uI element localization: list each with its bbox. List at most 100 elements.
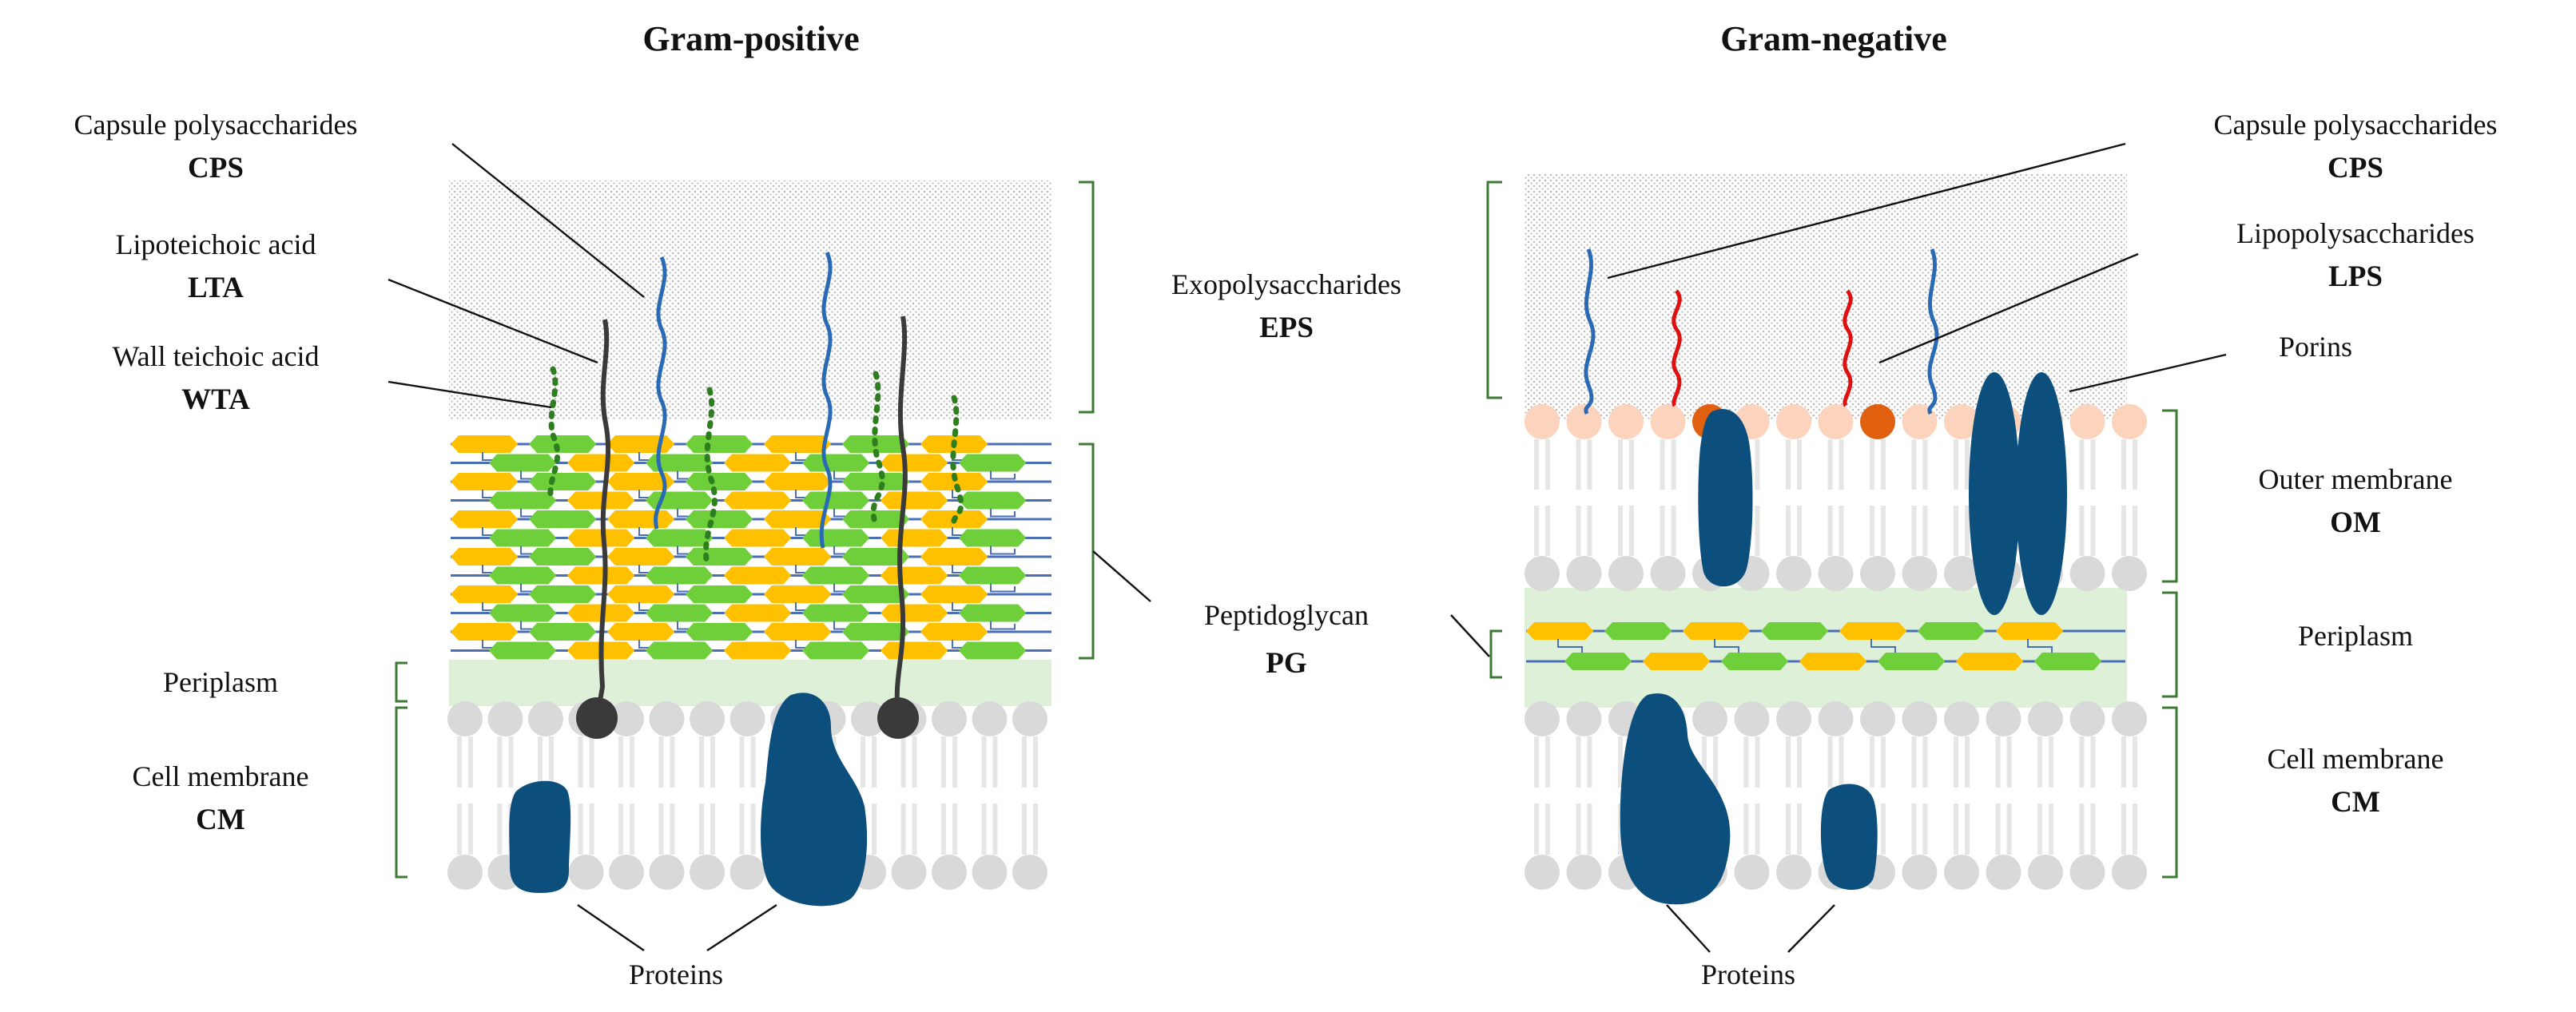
pg-sugar <box>686 435 753 453</box>
pg-sugar <box>881 529 948 547</box>
pg-peptide-bridge <box>1557 639 1583 653</box>
lipid-head-outer <box>2112 701 2147 736</box>
lipid-head-inner <box>690 855 725 890</box>
lipid-head-inner <box>609 855 644 890</box>
lipid-head-outer <box>1776 701 1811 736</box>
pg-sugar <box>881 566 948 585</box>
lta-chain-1 <box>595 319 611 716</box>
pg-sugar <box>842 548 910 566</box>
lipid-head-inner <box>891 855 927 890</box>
lipid-head-inner <box>1525 556 1560 591</box>
pg-sugar <box>959 641 1027 660</box>
pg-sugar <box>489 454 557 472</box>
gp-periplasm-band <box>449 660 1051 706</box>
pg-sugar <box>842 585 910 603</box>
pg-sugar <box>686 585 753 603</box>
lipid-head-outer <box>1818 701 1854 736</box>
gn-periplasm-label: Periplasm <box>2298 620 2413 652</box>
pg-sugar <box>802 641 870 660</box>
pg-sugar <box>842 623 910 641</box>
lipid-head-outer <box>487 701 523 736</box>
pg-sugar <box>489 641 557 660</box>
gp-protein-small <box>509 780 571 893</box>
pg-sugar <box>959 604 1027 622</box>
gn-cps-abbr: CPS <box>2328 152 2383 185</box>
lta-chain-2 <box>894 316 908 716</box>
gp-wta-abbr: WTA <box>181 383 250 416</box>
pg-sugar <box>920 548 988 566</box>
gn-lps-chains <box>1672 289 1853 407</box>
lipid-head-inner <box>1902 855 1938 890</box>
pg-sugar <box>1996 622 2064 640</box>
wta-chain-2 <box>703 387 718 562</box>
lipid-head-inner <box>2028 855 2063 890</box>
eps-abbr: EPS <box>1259 312 1314 344</box>
pg-sugar <box>567 491 635 510</box>
lipid-head-outer <box>1525 404 1560 439</box>
pg-sugar <box>1564 653 1632 670</box>
lipid-head-inner <box>649 855 685 890</box>
pg-sugar <box>451 623 519 641</box>
bracket-gp-periplasm <box>395 661 407 703</box>
lipid-head-inner <box>1818 556 1854 591</box>
pg-sugar <box>529 623 597 641</box>
pg-peptide-bridge <box>990 546 1016 555</box>
gn-labels: Capsule polysaccharides CPS Lipopolysacc… <box>1701 109 2497 990</box>
center-labels: Exopolysaccharides EPS Peptidoglycan PG <box>1171 268 1401 680</box>
porin-right <box>2016 372 2067 615</box>
gram-negative-panel <box>1486 142 2227 953</box>
gp-eps-region <box>449 181 1051 420</box>
pg-sugar <box>646 529 714 547</box>
pg-sugar <box>646 566 714 585</box>
pg-sugar <box>567 454 635 472</box>
pg-peptide-bridge <box>990 470 1016 480</box>
pg-sugar <box>1526 622 1594 640</box>
gn-capsule-chain-2 <box>1927 248 1939 415</box>
gp-capsule-chain-1 <box>654 256 667 530</box>
lipid-head-inner <box>1012 855 1047 890</box>
lipid-head-inner <box>447 855 483 890</box>
gn-lps-abbr: LPS <box>2328 260 2383 293</box>
gn-capsule-chain-1 <box>1584 248 1596 415</box>
lipid-head-outer <box>1525 701 1560 736</box>
pg-sugar <box>451 548 519 566</box>
gn-brackets <box>1486 181 2178 879</box>
gn-proteins-label: Proteins <box>1701 958 1795 990</box>
gram-negative-title: Gram-negative <box>1720 19 1946 58</box>
lipid-head-outer <box>1608 404 1644 439</box>
pg-sugar <box>529 548 597 566</box>
gp-cm-abbr: CM <box>196 804 245 836</box>
gn-om-name: Outer membrane <box>2259 463 2453 495</box>
lipid-head-outer <box>1692 701 1727 736</box>
gn-outer-membrane-bilayer <box>1525 404 2147 591</box>
lta-anchor-2 <box>877 697 919 739</box>
pg-sugar <box>607 473 675 490</box>
pg-sugar <box>959 491 1027 510</box>
pg-sugar <box>529 585 597 603</box>
lipid-head-inner <box>1608 556 1644 591</box>
lipid-head-outer <box>1818 404 1854 439</box>
wta-chain-4 <box>950 395 964 530</box>
gp-lta-abbr: LTA <box>188 272 244 304</box>
gp-wta-name: Wall teichoic acid <box>113 340 320 372</box>
bracket-om <box>2162 409 2178 583</box>
gn-eps-region <box>1525 174 2127 420</box>
gram-positive-panel <box>388 143 1490 952</box>
gp-protein-large <box>761 693 868 907</box>
gn-protein-large <box>1620 693 1731 905</box>
pg-sugar <box>2034 653 2102 670</box>
pg-name: Peptidoglycan <box>1204 599 1369 631</box>
lipid-head-inner <box>1902 556 1938 591</box>
lta-anchor-1 <box>576 697 618 739</box>
gn-cell-membrane-bilayer <box>1525 701 2147 890</box>
pg-sugar <box>1761 622 1829 640</box>
pg-sugar <box>686 548 753 566</box>
lipid-head-outer <box>447 701 483 736</box>
lipid-head-outer <box>972 701 1008 736</box>
gp-cps-abbr: CPS <box>188 152 244 185</box>
pg-sugar <box>607 510 675 528</box>
pg-peptide-bridge <box>990 508 1016 518</box>
lipid-head-outer <box>1012 701 1047 736</box>
pg-sugar <box>489 566 557 585</box>
